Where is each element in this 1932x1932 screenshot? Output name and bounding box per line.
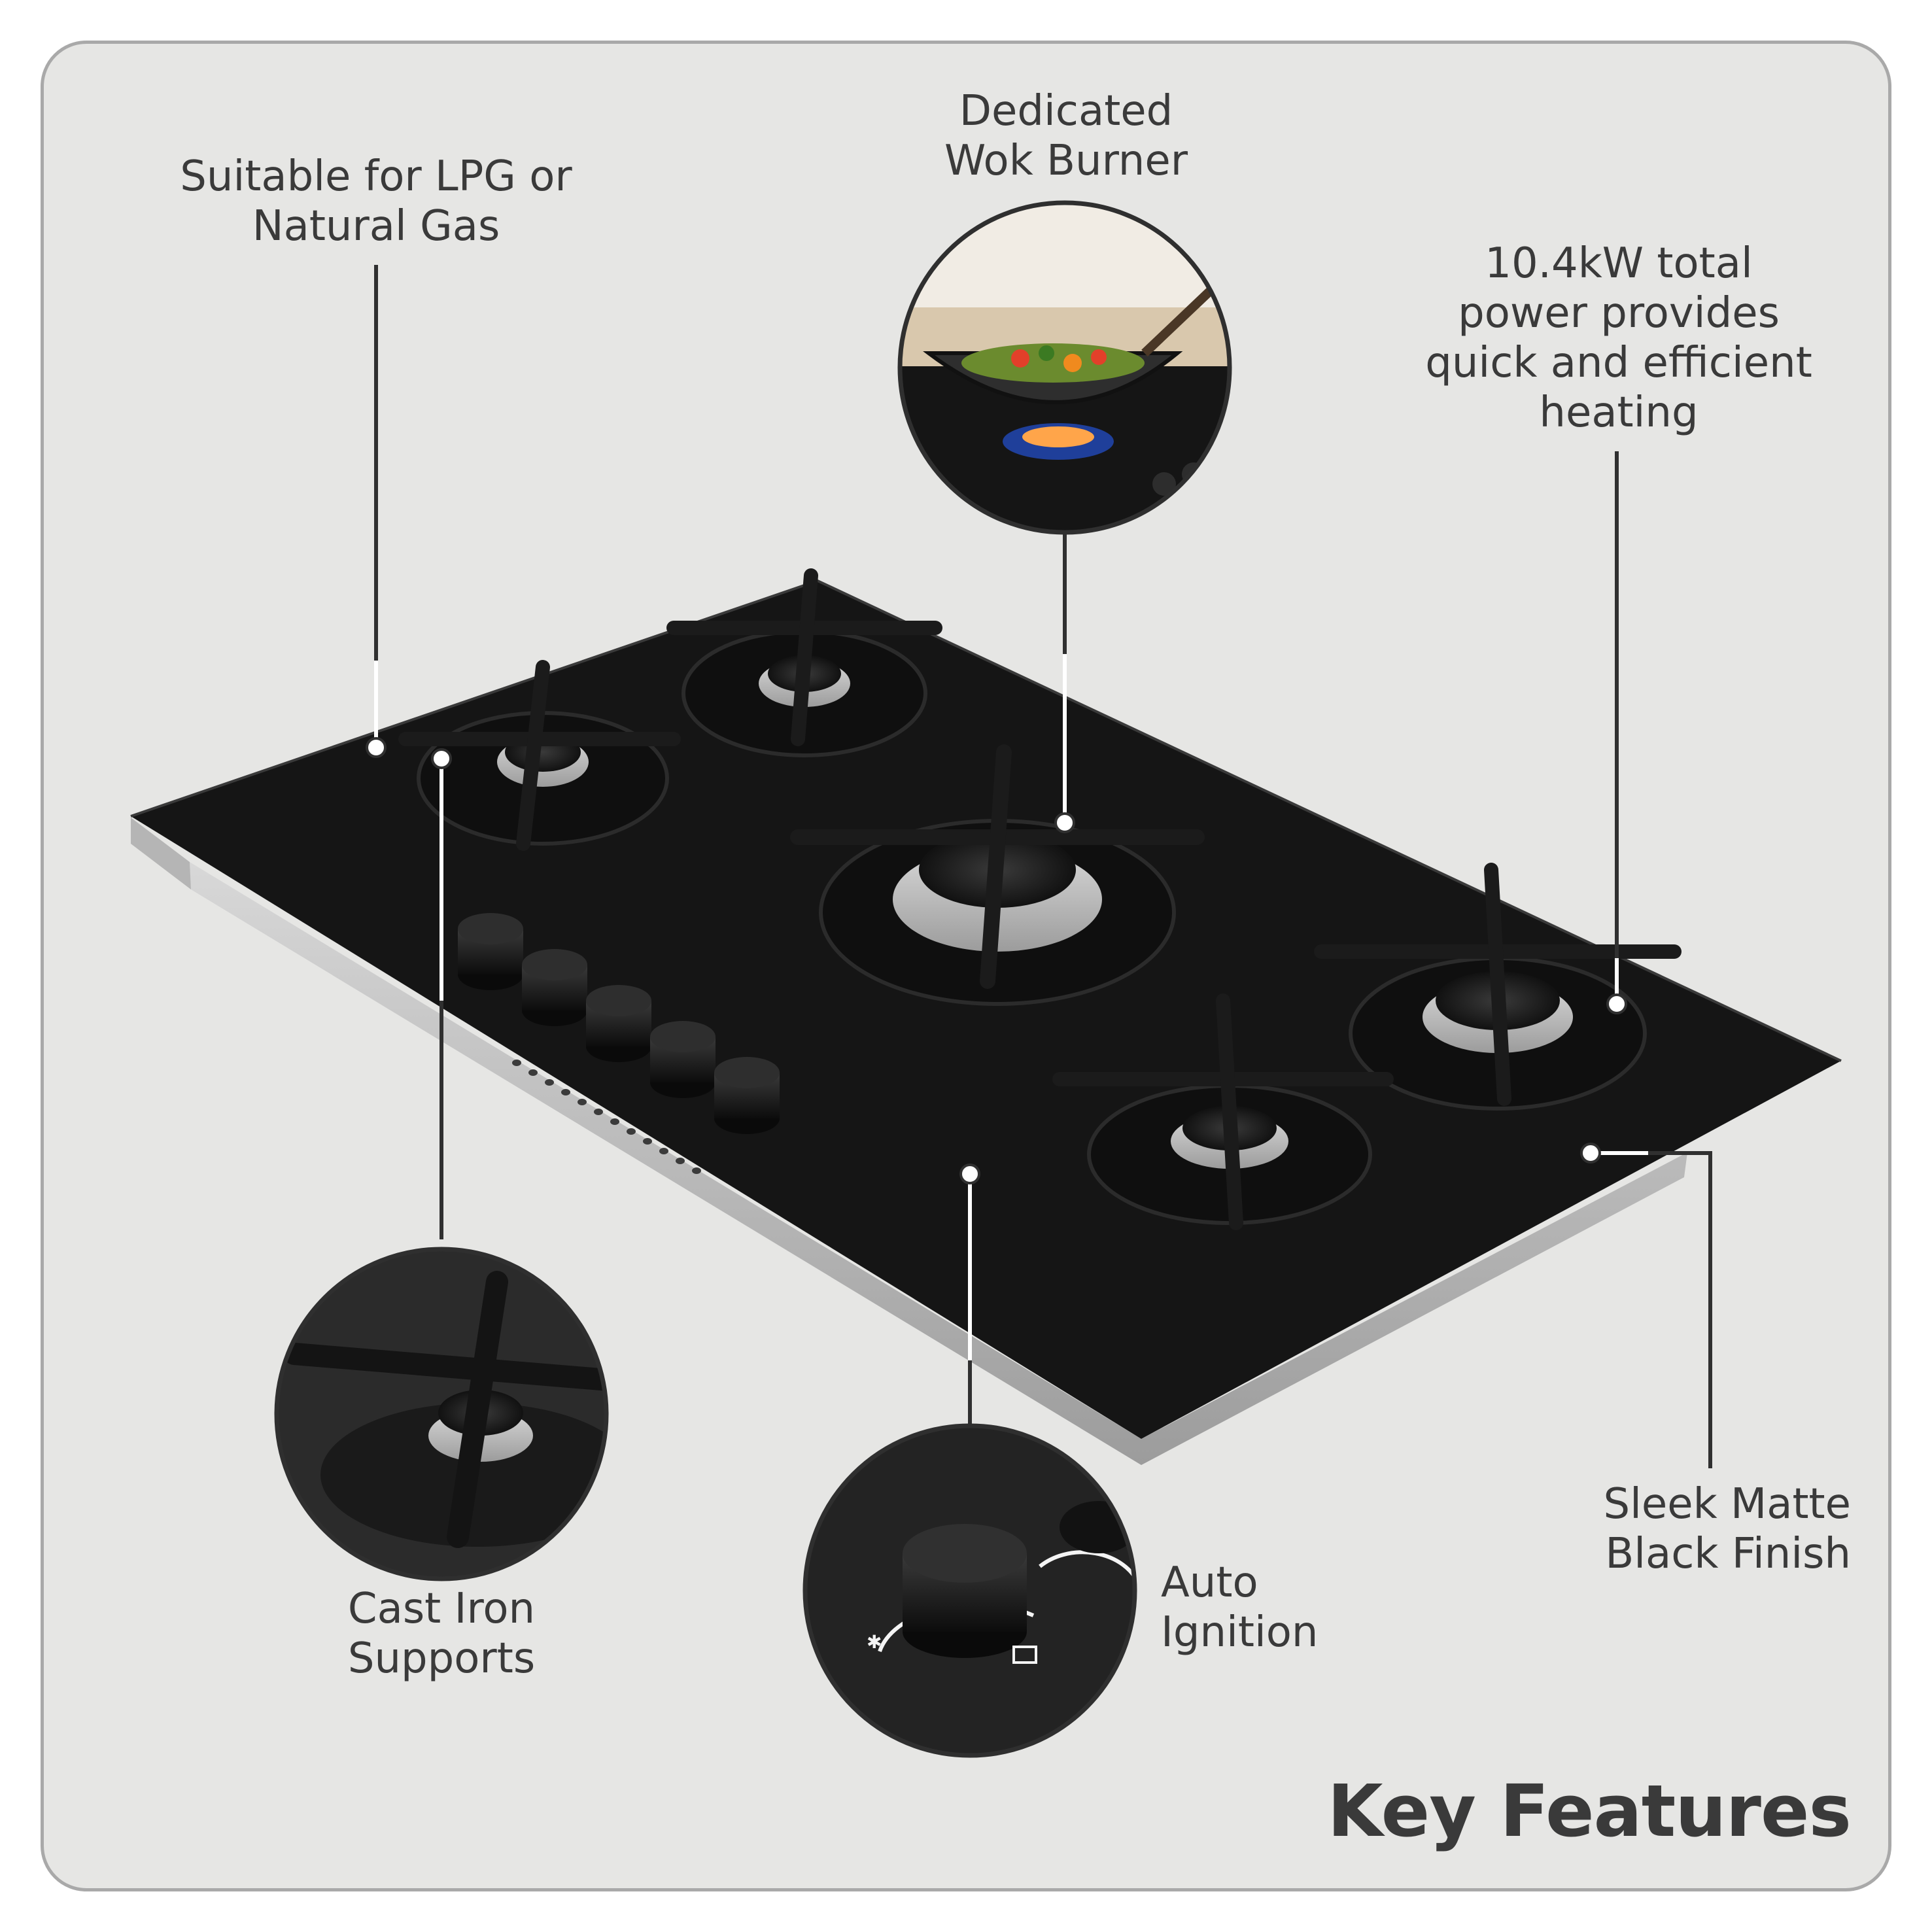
knob-icon <box>714 1057 780 1134</box>
label-cast-iron-supports: Cast Iron Supports <box>347 1585 536 1683</box>
knob-icon <box>650 1021 716 1098</box>
knob-icon <box>522 949 587 1026</box>
wok-detail-photo <box>897 200 1232 535</box>
control-knobs <box>458 913 780 1134</box>
wok-burner <box>790 744 1205 1006</box>
callout-dots <box>366 737 1627 1184</box>
steel-tray <box>131 818 1687 1465</box>
label-fuel-type: Suitable for LPG or Natural Gas <box>180 152 572 250</box>
page-title: Key Features <box>1327 1769 1852 1853</box>
burner-back-center <box>666 568 942 757</box>
cast-iron-detail-photo <box>274 1247 609 1581</box>
ignition-detail-photo: ✱ <box>802 1423 1137 1758</box>
knob-icon <box>458 913 523 990</box>
knob-icon <box>586 985 651 1062</box>
burner-front-center <box>1052 993 1394 1230</box>
label-auto-ignition: Auto Ignition <box>1161 1559 1319 1657</box>
vent-slots <box>512 1060 701 1174</box>
label-matte-finish: Sleek Matte Black Finish <box>1603 1480 1851 1578</box>
burner-back-left <box>398 660 681 851</box>
label-wok-burner: Dedicated Wok Burner <box>944 87 1188 185</box>
flame-icon: ✱ <box>867 1631 882 1653</box>
label-total-power: 10.4kW total power provides quick and ef… <box>1425 239 1812 437</box>
